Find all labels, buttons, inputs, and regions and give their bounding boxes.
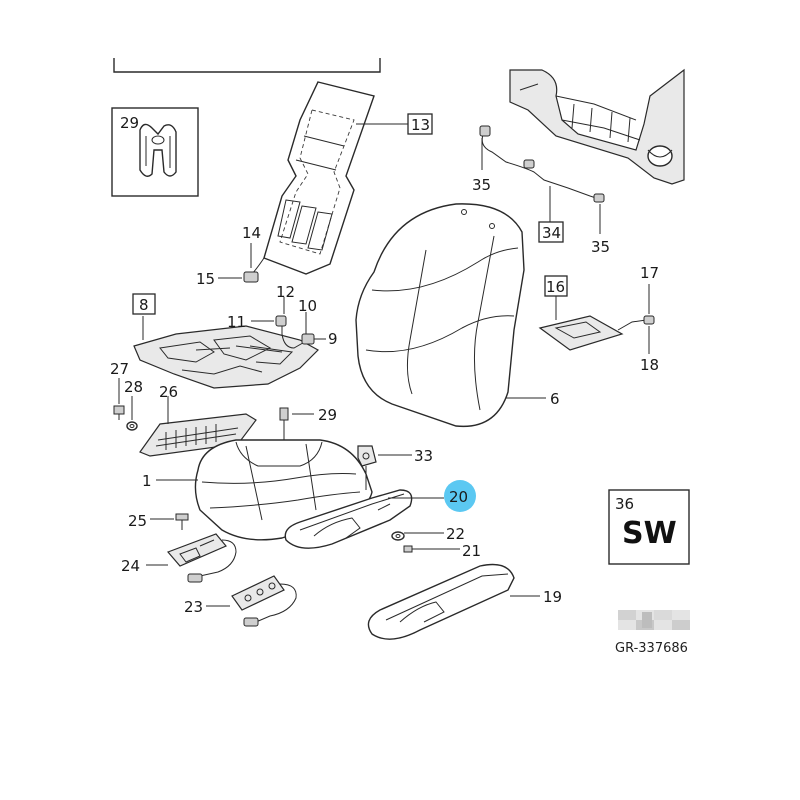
variant-box <box>608 489 690 565</box>
washer-and-screw <box>391 531 420 553</box>
callout-19: 19 <box>543 588 562 606</box>
callout-16: 16 <box>546 278 565 296</box>
screw-and-washer <box>113 405 138 431</box>
callout-21: 21 <box>462 542 481 560</box>
callout-20: 20 <box>449 488 468 506</box>
callout-34: 34 <box>542 224 561 242</box>
backrest-frame <box>509 68 685 185</box>
callout-24: 24 <box>121 557 140 575</box>
callout-28: 28 <box>124 378 143 396</box>
callout-8: 8 <box>139 296 149 314</box>
reference-code: GR-337686 <box>615 641 688 656</box>
callout-22: 22 <box>446 525 465 543</box>
callout-27: 27 <box>110 360 129 378</box>
callout-11: 11 <box>227 313 246 331</box>
latch-bracket <box>357 445 377 490</box>
callout-18: 18 <box>640 356 659 374</box>
heating-pad-connector <box>243 257 265 283</box>
callout-14: 14 <box>242 224 261 242</box>
callout-17: 17 <box>640 264 659 282</box>
top-frame-edge <box>113 58 381 73</box>
variant-code: SW <box>622 516 677 551</box>
callout-13: 13 <box>411 116 430 134</box>
callout-10: 10 <box>298 297 317 315</box>
callout-26: 26 <box>159 383 178 401</box>
backrest-cover <box>355 203 525 428</box>
seat-switch-23 <box>231 575 297 627</box>
callout-23: 23 <box>184 598 203 616</box>
callout-15: 15 <box>196 270 215 288</box>
callout-29-inset: 29 <box>120 114 139 132</box>
callout-25: 25 <box>128 512 147 530</box>
blurred-watermark <box>618 610 690 630</box>
mat-connectors <box>275 315 315 349</box>
outer-side-trim <box>284 489 413 549</box>
backrest-heating-pad <box>263 81 375 275</box>
callout-12: 12 <box>276 283 295 301</box>
side-trim-19 <box>367 563 515 640</box>
callout-6: 6 <box>550 390 560 408</box>
callout-9: 9 <box>328 330 338 348</box>
cushion-heating-mat <box>133 325 319 389</box>
highlight-marker-20 <box>444 480 476 512</box>
callout-1: 1 <box>142 472 152 490</box>
callout-29: 29 <box>318 406 337 424</box>
callout-36: 36 <box>615 495 634 513</box>
small-clip <box>279 407 289 440</box>
seat-switch-24 <box>166 533 237 583</box>
screw-25 <box>175 513 189 530</box>
inset-box-clip <box>111 107 199 197</box>
callout-35-right: 35 <box>591 238 610 256</box>
callout-35-top: 35 <box>472 176 491 194</box>
occupancy-sensor-mat <box>538 315 655 351</box>
callout-33: 33 <box>414 447 433 465</box>
